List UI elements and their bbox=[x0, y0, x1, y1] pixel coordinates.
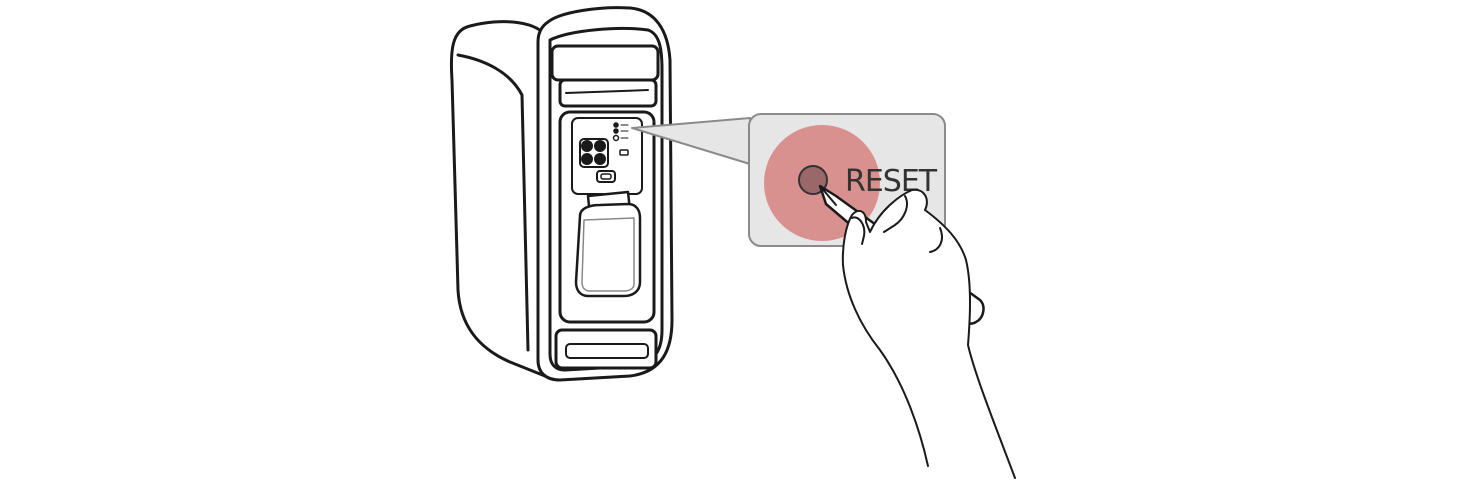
top-handle-inner bbox=[558, 78, 658, 108]
port-cluster bbox=[579, 138, 609, 168]
hand-icon bbox=[841, 188, 1016, 479]
hand-finger bbox=[851, 216, 866, 245]
hand-thumb bbox=[883, 195, 908, 233]
battery-cover bbox=[574, 202, 642, 298]
top-handle-slot bbox=[565, 89, 649, 94]
hand-with-pen bbox=[818, 184, 1016, 479]
bottom-handle-inner bbox=[565, 343, 649, 359]
top-handle-outer bbox=[550, 44, 660, 82]
speaker-side-panel bbox=[449, 20, 550, 378]
battery-cover-inner bbox=[581, 217, 635, 292]
hand-knuckle bbox=[929, 227, 943, 253]
usb-port bbox=[619, 149, 629, 156]
power-port-inner bbox=[600, 173, 612, 180]
indicator-leds bbox=[612, 122, 629, 142]
speaker-device bbox=[449, 6, 674, 382]
speaker-back-inner bbox=[548, 26, 664, 372]
speaker-side-inner-line bbox=[456, 53, 530, 352]
